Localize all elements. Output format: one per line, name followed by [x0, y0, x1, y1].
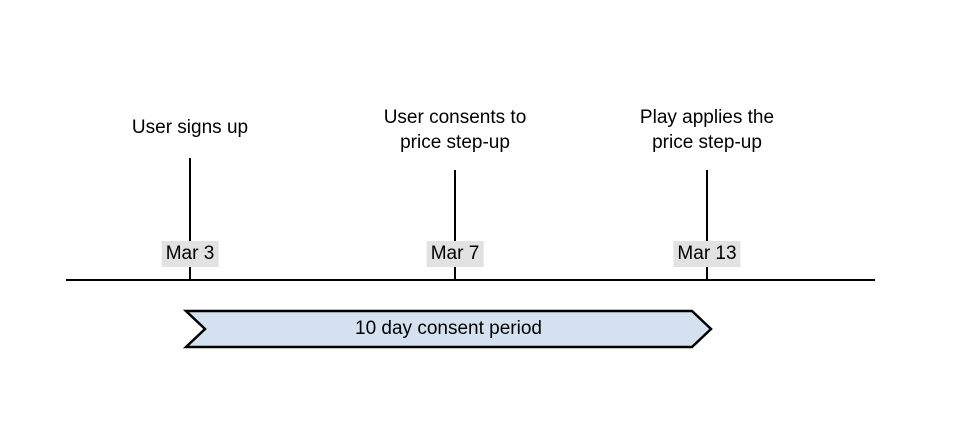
- consent-period-banner: 10 day consent period: [186, 311, 711, 347]
- milestone-date-2: Mar 7: [426, 241, 484, 267]
- milestone-date-1: Mar 3: [161, 241, 219, 267]
- milestone-label-2-line1: User consents to: [383, 107, 527, 128]
- milestone-tick-2: [454, 170, 456, 280]
- milestone-label-2-line2: price step-up: [400, 132, 510, 153]
- milestone-label-3-line1: Play applies the: [639, 107, 775, 128]
- banner-arrow-shape: [186, 311, 711, 347]
- milestone-label-3-line2: price step-up: [652, 132, 762, 153]
- milestone-tick-1: [189, 158, 191, 280]
- timeline-axis: [66, 279, 875, 281]
- banner-label: 10 day consent period: [355, 318, 542, 339]
- milestone-label-1-line1: User signs up: [131, 117, 249, 138]
- milestone-date-3: Mar 13: [673, 241, 741, 267]
- milestone-tick-3: [706, 170, 708, 280]
